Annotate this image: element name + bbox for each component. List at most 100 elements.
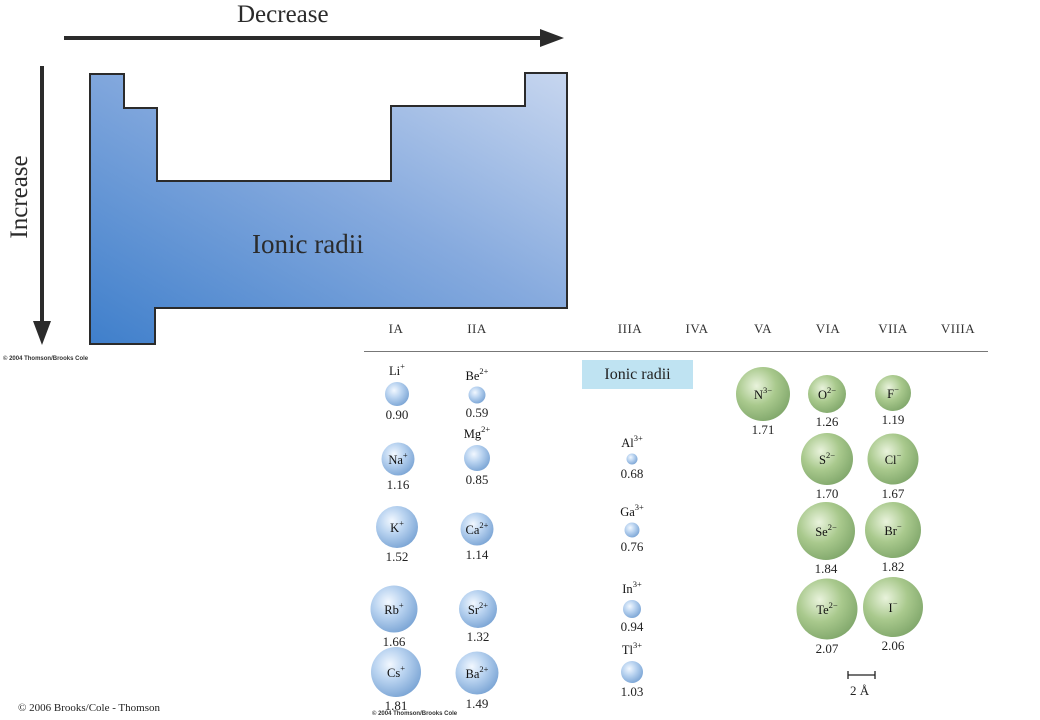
ion-label-be: Be2+	[466, 366, 489, 384]
ion-symbol: Na	[388, 453, 403, 467]
ion-symbol: Cs	[387, 666, 401, 680]
ion-label-na: Na+	[388, 450, 407, 468]
ion-charge: +	[400, 663, 405, 673]
ion-radius-te: 2.07	[815, 640, 839, 656]
ion-charge: 3+	[632, 579, 642, 589]
ion-symbol: Be	[465, 368, 480, 383]
ion-radius-f: 1.19	[881, 412, 905, 427]
ion-sphere-br	[865, 502, 921, 558]
ion-radius-ga: 0.76	[620, 538, 644, 554]
group-header-iva: IVA	[685, 321, 709, 336]
ion-label-se: Se2−	[815, 522, 837, 540]
footer-copyright: © 2006 Brooks/Cole - Thomson	[18, 702, 160, 714]
ion-sphere-ca	[460, 512, 494, 546]
ion-charge: +	[398, 600, 404, 610]
ion-sphere-na	[381, 442, 415, 476]
ion-symbol: Mg	[463, 427, 482, 441]
ion-radius-i: 2.06	[881, 638, 905, 653]
ion-symbol: K	[390, 521, 400, 535]
ion-charge: +	[400, 361, 405, 371]
ion-sphere-al	[626, 453, 638, 465]
ion-radius-cl: 1.67	[881, 485, 905, 501]
ion-symbol: F	[887, 387, 895, 401]
ion-charge: 2+	[479, 520, 489, 530]
ion-sphere-s	[801, 433, 853, 485]
ion-charge: −	[896, 450, 902, 460]
ion-sphere-k	[376, 506, 418, 548]
ion-symbol: S	[819, 453, 826, 467]
ion-sphere-f	[875, 375, 911, 411]
ion-radius-tl: 1.03	[620, 684, 644, 699]
ion-charge: 2+	[481, 424, 491, 434]
ion-charge: 3+	[634, 501, 644, 512]
ion-symbol: Br	[884, 524, 897, 538]
group-header-va: VA	[753, 321, 773, 336]
trend-copyright: © 2004 Thomson/Brooks Cole	[3, 356, 89, 362]
ion-charge: +	[399, 518, 404, 528]
ion-sphere-mg	[464, 445, 490, 471]
ion-radius-na: 1.16	[386, 476, 410, 492]
ion-symbol: In	[622, 582, 633, 596]
group-header-iia: IIA	[467, 321, 487, 336]
ion-symbol: Te	[816, 603, 829, 617]
ion-symbol: Ca	[465, 523, 480, 537]
header-rule	[364, 351, 988, 352]
ion-sphere-li	[385, 382, 409, 406]
table-copyright: © 2004 Thomson/Brooks Cole	[372, 711, 458, 717]
ion-symbol: Tl	[621, 643, 634, 657]
ion-radius-ca: 1.14	[465, 546, 489, 562]
ion-radius-al: 0.68	[620, 465, 644, 481]
ion-sphere-ga	[624, 522, 640, 538]
ion-label-s: S2−	[819, 450, 835, 468]
ion-radius-mg: 0.85	[465, 472, 489, 487]
ion-sphere-tl	[621, 661, 643, 683]
group-header-viiia: VIIIA	[940, 321, 976, 336]
ion-charge: 2+	[479, 664, 489, 674]
ion-sphere-cs	[371, 647, 421, 697]
ion-symbol: Se	[815, 525, 828, 539]
ion-label-k: K+	[390, 518, 404, 536]
ion-label-br: Br−	[884, 521, 901, 539]
ion-radius-o: 1.26	[815, 414, 839, 429]
ion-sphere-i	[863, 577, 923, 637]
ion-sphere-ba	[455, 651, 499, 695]
ion-sphere-sr	[459, 590, 497, 628]
ion-symbol: Rb	[384, 603, 399, 617]
ion-sphere-se	[797, 502, 855, 560]
ion-label-tl: Tl3+	[622, 640, 642, 658]
ion-label-in: In3+	[622, 579, 641, 597]
ion-sphere-in	[623, 600, 641, 618]
group-header-via: VIA	[815, 321, 841, 336]
ion-charge: 2−	[826, 385, 837, 395]
trend-diagram	[33, 29, 568, 345]
ion-label-i: I−	[889, 598, 898, 616]
ion-radius-n: 1.71	[751, 422, 775, 437]
ion-label-al: Al3+	[621, 433, 643, 451]
group-header-ia: IA	[388, 321, 404, 336]
ion-symbol: Ga	[620, 504, 635, 519]
ionic-radii-legend: Ionic radii	[582, 360, 693, 389]
ion-radius-li: 0.90	[385, 407, 409, 422]
ion-symbol: Li	[389, 364, 401, 378]
ion-charge: 3+	[633, 432, 643, 443]
ion-radius-s: 1.70	[815, 486, 839, 501]
group-header-iiia: IIIA	[617, 321, 643, 336]
ion-label-o: O2−	[818, 385, 836, 403]
ion-label-cs: Cs+	[387, 663, 405, 681]
ion-radius-cs: 1.81	[384, 698, 408, 713]
ion-sphere-o	[808, 375, 846, 413]
ion-label-ba: Ba2+	[466, 664, 489, 682]
ion-radius-be: 0.59	[465, 404, 489, 420]
scale-label: 2 Å	[850, 683, 870, 698]
ion-label-n: N3−	[754, 385, 772, 403]
ion-label-li: Li+	[389, 361, 405, 379]
ion-charge: 2+	[479, 365, 489, 376]
ion-symbol: N	[753, 388, 763, 402]
ion-charge: −	[896, 521, 902, 531]
ion-radius-rb: 1.66	[382, 633, 406, 649]
decrease-arrowhead	[540, 29, 564, 47]
ion-label-mg: Mg2+	[464, 424, 490, 442]
ion-symbol: I	[888, 601, 893, 615]
scale-bar	[847, 671, 876, 679]
ion-label-sr: Sr2+	[468, 600, 488, 618]
